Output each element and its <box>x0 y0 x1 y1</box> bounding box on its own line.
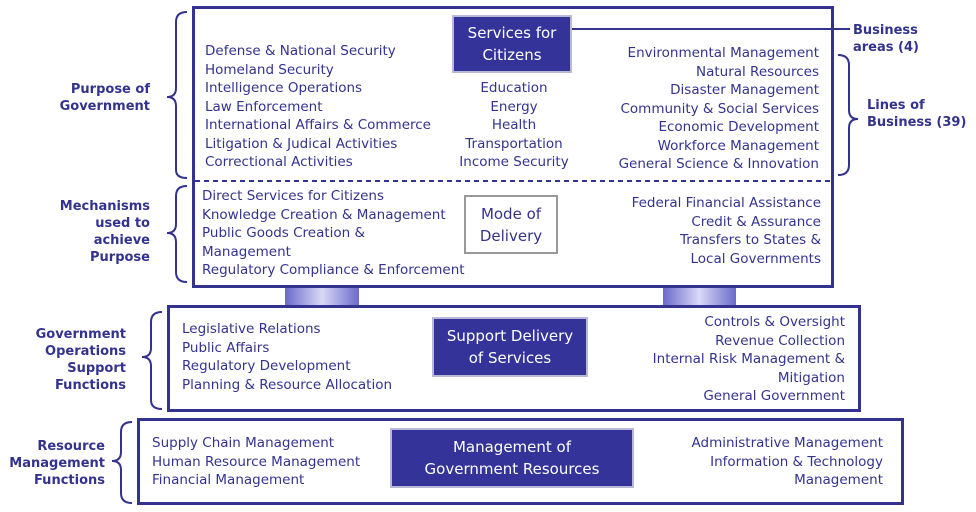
list-item: Planning & Resource Allocation <box>182 376 393 393</box>
list-item: Mitigation <box>777 369 845 386</box>
pillar-left <box>285 288 359 305</box>
list-item: Litigation & Judical Activities <box>205 135 398 152</box>
list-item: Correctional Activities <box>205 154 353 170</box>
list-item: Information & Technology <box>710 453 883 470</box>
list-item: Knowledge Creation & Management <box>202 206 446 223</box>
list-item: General Science & Innovation <box>618 156 819 172</box>
services-center-list: Education Energy Health Transportation I… <box>448 79 580 172</box>
list-item: Income Security <box>459 154 569 170</box>
list-item: Federal Financial Assistance <box>631 195 821 211</box>
list-item: Human Resource Management <box>152 453 361 470</box>
management-left-list: Supply Chain Management Human Resource M… <box>152 434 360 490</box>
label-resource: Resource Management Functions <box>9 439 105 488</box>
list-item: Credit & Assurance <box>691 213 821 230</box>
services-left-list: Defense & National Security Homeland Sec… <box>205 42 431 172</box>
list-item: Law Enforcement <box>205 98 323 115</box>
brace-resource <box>111 421 133 504</box>
list-item: Defense & National Security <box>205 43 396 59</box>
label-operations: Government Operations Support Functions <box>35 327 126 393</box>
list-item: Direct Services for Citizens <box>202 188 384 204</box>
list-item: Workforce Management <box>657 137 819 154</box>
brace-operations <box>141 311 163 410</box>
list-item: General Government <box>703 388 845 404</box>
delivery-right-list: Federal Financial Assistance Credit & As… <box>600 194 821 268</box>
list-item: Management <box>794 472 883 488</box>
list-item: Health <box>491 117 537 133</box>
services-title: Services for Citizens <box>452 15 572 73</box>
list-item: Financial Management <box>152 472 305 488</box>
list-item: Revenue Collection <box>715 332 845 349</box>
list-item: Controls & Oversight <box>704 314 845 330</box>
management-title: Management of Government Resources <box>390 428 634 488</box>
list-item: Transfers to States & <box>679 232 821 248</box>
list-item: Transportation <box>465 135 563 152</box>
delivery-left-list: Direct Services for Citizens Knowledge C… <box>202 187 465 280</box>
list-item: Internal Risk Management & <box>652 351 845 367</box>
list-item: Regulatory Development <box>182 358 351 374</box>
support-title: Support Delivery of Services <box>432 317 588 377</box>
management-right-list: Administrative Management Information & … <box>660 434 884 490</box>
list-item: Education <box>480 80 548 96</box>
list-item: Regulatory Compliance & Enforcement <box>202 262 465 278</box>
brace-mechanisms <box>166 185 188 283</box>
list-item: Supply Chain Management <box>152 435 335 451</box>
list-item: Natural Resources <box>695 63 819 80</box>
support-left-list: Legislative Relations Public Affairs Reg… <box>182 320 392 394</box>
label-business-areas: Business areas (4) <box>853 23 919 55</box>
list-item: Intelligence Operations <box>205 80 363 96</box>
list-item: Management <box>202 243 291 260</box>
list-item: Environmental Management <box>627 45 819 61</box>
list-item: Homeland Security <box>205 61 334 78</box>
list-item: Legislative Relations <box>182 321 321 337</box>
delivery-title: Mode of Delivery <box>464 195 558 254</box>
label-mechanisms: Mechanisms used to achieve Purpose <box>59 199 150 265</box>
list-item: Community & Social Services <box>620 100 820 117</box>
list-item: International Affairs & Commerce <box>205 117 431 133</box>
list-item: Disaster Management <box>670 82 819 98</box>
pillar-right <box>663 288 736 305</box>
list-item: Public Goods Creation & <box>202 225 366 241</box>
list-item: Administrative Management <box>691 435 884 451</box>
label-purpose: Purpose of Government <box>59 82 150 114</box>
support-right-list: Controls & Oversight Revenue Collection … <box>620 313 845 406</box>
list-item: Economic Development <box>658 119 819 135</box>
list-item: Local Governments <box>690 250 821 267</box>
list-item: Public Affairs <box>182 339 270 356</box>
services-right-list: Environmental Management Natural Resourc… <box>600 44 819 174</box>
brace-purpose <box>166 11 188 179</box>
label-lines-of-business: Lines of Business (39) <box>867 98 967 130</box>
list-item: Energy <box>490 98 538 115</box>
brace-lines-of-business <box>837 54 859 176</box>
